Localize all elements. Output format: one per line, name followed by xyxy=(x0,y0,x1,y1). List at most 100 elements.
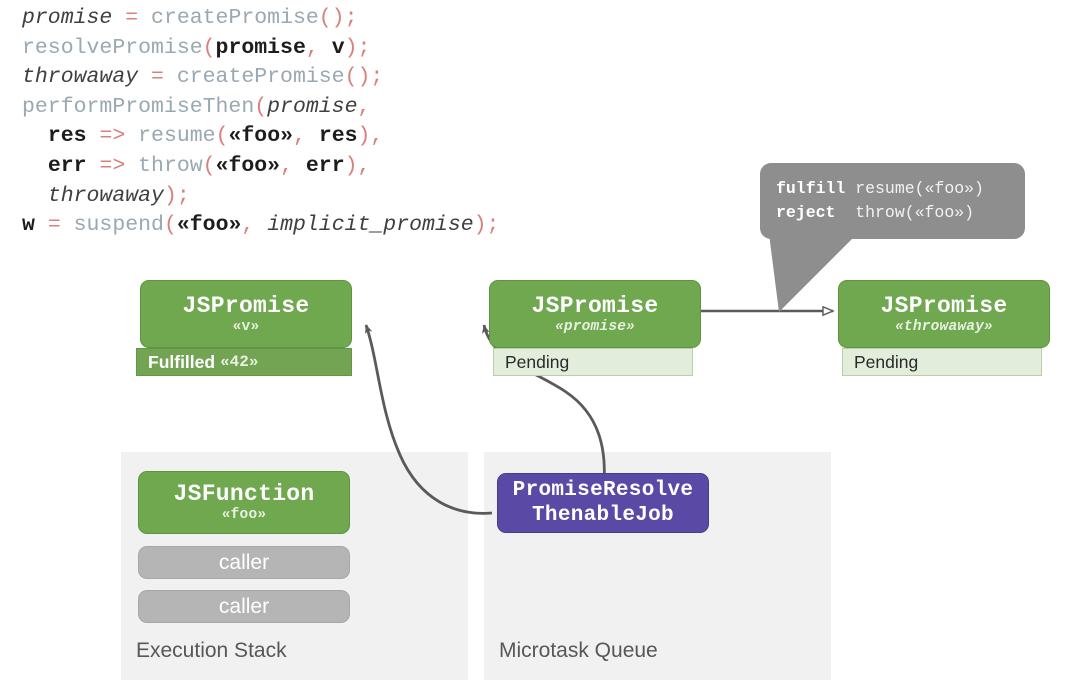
code-line: promise = createPromise(); xyxy=(22,4,499,34)
code-token: , xyxy=(357,94,371,119)
code-token: ( xyxy=(202,35,216,60)
code-line: performPromiseThen(promise, xyxy=(22,93,499,123)
code-token: (); xyxy=(344,65,384,90)
code-token: ), xyxy=(357,124,384,149)
code-token: , xyxy=(241,213,255,238)
promise-state-strip: Pending xyxy=(493,348,693,376)
code-listing: promise = createPromise();resolvePromise… xyxy=(22,4,499,241)
code-token: «foo» xyxy=(228,124,293,149)
code-token: = xyxy=(125,6,139,30)
code-token: = xyxy=(151,65,164,90)
code-token xyxy=(125,154,138,178)
stack-frame-caller[interactable]: caller xyxy=(138,546,350,579)
callout-action: throw(«foo») xyxy=(845,203,975,222)
code-token: res xyxy=(318,124,358,149)
code-token: createPromise xyxy=(176,65,345,90)
code-token: , xyxy=(293,124,306,149)
code-token: res xyxy=(47,124,87,149)
job-title-line1: PromiseResolve xyxy=(512,479,694,502)
code-token: w xyxy=(22,213,35,238)
code-token: suspend xyxy=(73,213,164,238)
code-line: throwaway = createPromise(); xyxy=(22,63,499,93)
code-token: , xyxy=(305,35,319,60)
js-promise-v[interactable]: JSPromise «v» xyxy=(140,280,352,348)
code-token: promise xyxy=(267,94,358,119)
code-token: => xyxy=(99,153,126,178)
code-token: createPromise xyxy=(151,6,319,30)
code-line: err => throw(«foo», err), xyxy=(22,152,499,182)
code-token xyxy=(22,124,48,148)
code-token xyxy=(138,6,151,30)
execution-stack-label: Execution Stack xyxy=(136,639,287,662)
promise-state-label: Pending xyxy=(854,351,919,372)
code-token xyxy=(35,213,48,237)
promise-resolve-thenable-job[interactable]: PromiseResolve ThenableJob xyxy=(497,473,709,533)
code-token: (); xyxy=(318,6,358,30)
callout-bubble: fulfill resume(«foo») reject throw(«foo»… xyxy=(760,163,1025,239)
code-token: implicit_promise xyxy=(267,213,474,238)
code-token xyxy=(87,154,100,178)
code-token: = xyxy=(47,213,61,238)
code-token: ); xyxy=(473,213,500,238)
code-token: throwaway xyxy=(22,65,139,90)
microtask-queue-label: Microtask Queue xyxy=(499,639,658,662)
node-subtitle: «throwaway» xyxy=(895,318,993,335)
code-line: w = suspend(«foo», implicit_promise); xyxy=(22,211,499,241)
code-token: «foo» xyxy=(176,213,242,238)
node-subtitle: «promise» xyxy=(554,318,636,335)
node-title: JSFunction xyxy=(173,481,315,507)
stack-frame-caller[interactable]: caller xyxy=(138,590,350,623)
code-token: ( xyxy=(163,213,177,238)
code-token: , xyxy=(280,153,293,178)
code-token: ); xyxy=(163,183,190,208)
code-token: v xyxy=(331,35,345,60)
code-token xyxy=(254,213,267,237)
callout-key: fulfill xyxy=(776,179,846,198)
code-token: => xyxy=(99,124,126,149)
code-token: promise xyxy=(22,6,113,30)
promise-state-value: «42» xyxy=(220,353,259,371)
promise-state-label: Fulfilled xyxy=(148,351,216,372)
code-token: ), xyxy=(344,153,371,178)
code-line: throwaway); xyxy=(22,182,499,212)
js-promise-promise[interactable]: JSPromise «promise» xyxy=(489,280,701,348)
code-token: resolvePromise xyxy=(22,35,203,60)
code-token: resume xyxy=(138,124,216,149)
code-token xyxy=(293,154,306,178)
node-title: JSPromise xyxy=(880,292,1008,319)
code-token xyxy=(22,154,48,178)
code-token: performPromiseThen xyxy=(22,94,255,119)
code-token: promise xyxy=(215,35,306,60)
code-token xyxy=(125,124,138,148)
code-token: err xyxy=(47,153,87,178)
js-function-foo[interactable]: JSFunction «foo» xyxy=(138,471,350,534)
code-token: ( xyxy=(215,124,229,149)
code-token xyxy=(138,65,151,89)
js-promise-throwaway[interactable]: JSPromise «throwaway» xyxy=(838,280,1050,348)
callout-key: reject xyxy=(776,203,846,222)
code-token xyxy=(306,124,319,148)
promise-state-strip: Pending xyxy=(842,348,1042,376)
promise-state-strip: Fulfilled «42» xyxy=(136,348,352,376)
code-token xyxy=(112,6,125,30)
code-token: ); xyxy=(344,35,371,60)
stack-frame-label: caller xyxy=(218,594,270,618)
code-line: resolvePromise(promise, v); xyxy=(22,34,499,64)
node-title: JSPromise xyxy=(531,292,659,319)
node-title: JSPromise xyxy=(182,292,310,319)
code-token: ( xyxy=(254,94,268,119)
code-token xyxy=(22,184,48,208)
code-token: «foo» xyxy=(215,153,281,178)
callout-action: resume(«foo») xyxy=(845,179,984,198)
node-subtitle: «foo» xyxy=(221,507,267,523)
code-line: res => resume(«foo», res), xyxy=(22,122,499,152)
code-token: throw xyxy=(138,153,203,178)
job-title-line2: ThenableJob xyxy=(532,504,674,527)
code-token xyxy=(164,65,177,89)
code-token: ( xyxy=(202,153,216,178)
stack-frame-label: caller xyxy=(218,550,270,574)
code-token xyxy=(87,124,100,148)
node-subtitle: «v» xyxy=(232,318,260,335)
code-token xyxy=(319,36,332,60)
